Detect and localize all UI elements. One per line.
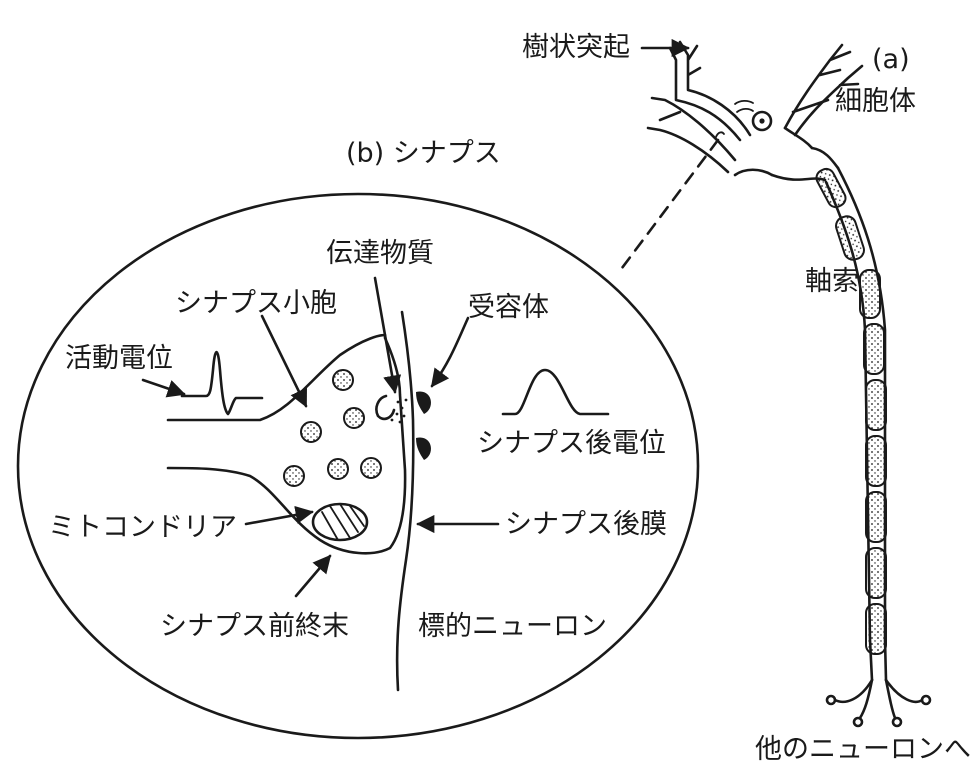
axon-hillock	[810, 146, 840, 170]
organelle	[736, 107, 754, 113]
mitochondrion	[311, 502, 369, 542]
vesicle-fusion	[375, 394, 396, 421]
cell-body-outline	[733, 168, 774, 177]
label-neurotransmitter: 伝達物質	[326, 238, 434, 269]
axon-terminal	[884, 678, 924, 704]
dendrite-branch	[650, 96, 737, 162]
dendrite-branch	[678, 40, 752, 137]
organelle	[715, 131, 725, 138]
organelle	[734, 99, 754, 105]
neurotransmitter-pointer	[373, 276, 402, 394]
cell-body-pointer	[791, 98, 830, 114]
receptor	[416, 391, 431, 414]
nucleus	[751, 110, 773, 132]
mitochondria-pointer	[244, 505, 314, 526]
label-dendrite: 樹状突起	[522, 32, 630, 63]
label-panel-a: (a)	[872, 44, 910, 75]
label-receptor: 受容体	[468, 292, 549, 323]
axon-terminal	[884, 678, 897, 720]
cell-body-outline	[783, 126, 814, 150]
axon-terminal	[858, 678, 874, 720]
receptor-pointer	[430, 316, 470, 388]
label-presynaptic-terminal: シナプス前終末	[160, 611, 349, 642]
presynaptic-terminal-outline	[166, 333, 407, 555]
label-axon: 軸索	[805, 266, 859, 297]
synapse	[141, 276, 610, 692]
label-cell-body: 細胞体	[835, 86, 916, 117]
neuron	[640, 38, 932, 728]
label-postsynaptic-membrane: シナプス後膜	[505, 509, 667, 540]
postsynaptic-potential-trace	[501, 368, 610, 416]
neurotransmitter-dots	[390, 398, 408, 424]
receptor	[416, 437, 431, 460]
zoom-connector	[620, 138, 720, 270]
nucleolus	[759, 118, 765, 124]
label-postsynaptic-potential: シナプス後電位	[477, 428, 666, 459]
synapse-ellipse	[16, 192, 700, 740]
label-synaptic-vesicle: シナプス小胞	[175, 288, 337, 319]
dendrite-branch	[783, 43, 852, 130]
action-potential-pointer	[141, 378, 186, 398]
vesicle-pointer	[260, 314, 308, 408]
axon	[836, 166, 888, 682]
action-potential-trace	[180, 350, 264, 416]
label-mitochondria: ミトコンドリア	[48, 512, 237, 543]
dendrite-branch	[646, 126, 730, 174]
dendrite-branch	[668, 46, 742, 142]
label-panel-b: (b) シナプス	[346, 138, 501, 169]
myelin-sheaths	[815, 167, 887, 655]
target-neuron-membrane	[395, 310, 415, 692]
synaptic-vesicles	[283, 369, 382, 487]
presynaptic-terminal-pointer	[294, 554, 332, 598]
label-action-potential: 活動電位	[65, 343, 173, 374]
axon-terminal	[833, 678, 874, 704]
label-to-other-neurons: 他のニューロンへ	[755, 734, 971, 765]
label-target-neuron: 標的ニューロン	[418, 611, 607, 642]
